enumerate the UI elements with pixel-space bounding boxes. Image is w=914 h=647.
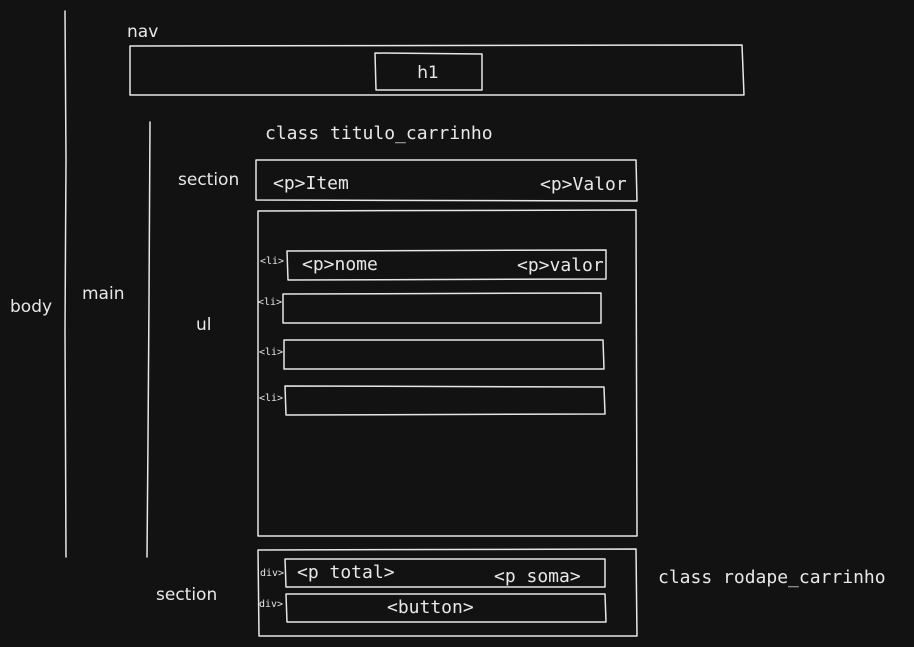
section-bottom-label: section bbox=[156, 585, 217, 605]
h1-box bbox=[374, 52, 483, 91]
li-tag-3: <li> bbox=[259, 347, 283, 358]
footer-total-label: <p total> bbox=[297, 562, 395, 583]
ul-label: ul bbox=[196, 315, 212, 335]
footer-div-1 bbox=[284, 558, 606, 588]
ul-box bbox=[257, 209, 638, 537]
body-label: body bbox=[10, 297, 52, 317]
list-item-4 bbox=[284, 385, 606, 416]
header-item-label: <p>Item bbox=[273, 173, 349, 194]
list-item-1 bbox=[286, 249, 607, 281]
main-scope-line bbox=[146, 121, 151, 558]
list-item-nome: <p>nome bbox=[302, 254, 378, 275]
li-tag-1: <li> bbox=[260, 256, 284, 267]
footer-div-2 bbox=[285, 593, 607, 623]
footer-soma-label: <p soma> bbox=[494, 566, 581, 587]
class-rodape-label: class rodape_carrinho bbox=[658, 567, 886, 588]
li-tag-4: <li> bbox=[259, 393, 283, 404]
div-tag-2: div> bbox=[259, 599, 283, 610]
body-scope-line bbox=[64, 10, 67, 558]
section-top-label: section bbox=[178, 170, 239, 190]
footer-button-label: <button> bbox=[387, 597, 474, 618]
nav-box bbox=[129, 44, 745, 96]
list-item-valor: <p>valor bbox=[517, 255, 604, 276]
nav-label: nav bbox=[127, 22, 158, 42]
header-section-box bbox=[255, 159, 638, 202]
div-tag-1: div> bbox=[260, 568, 284, 579]
list-item-2 bbox=[282, 292, 602, 324]
class-titulo-label: class titulo_carrinho bbox=[265, 123, 493, 144]
li-tag-2: <li> bbox=[258, 297, 282, 308]
footer-section-box bbox=[257, 548, 638, 637]
list-item-3 bbox=[283, 339, 605, 370]
h1-label: h1 bbox=[417, 63, 439, 83]
header-valor-label: <p>Valor bbox=[540, 174, 627, 195]
main-label: main bbox=[82, 284, 124, 304]
